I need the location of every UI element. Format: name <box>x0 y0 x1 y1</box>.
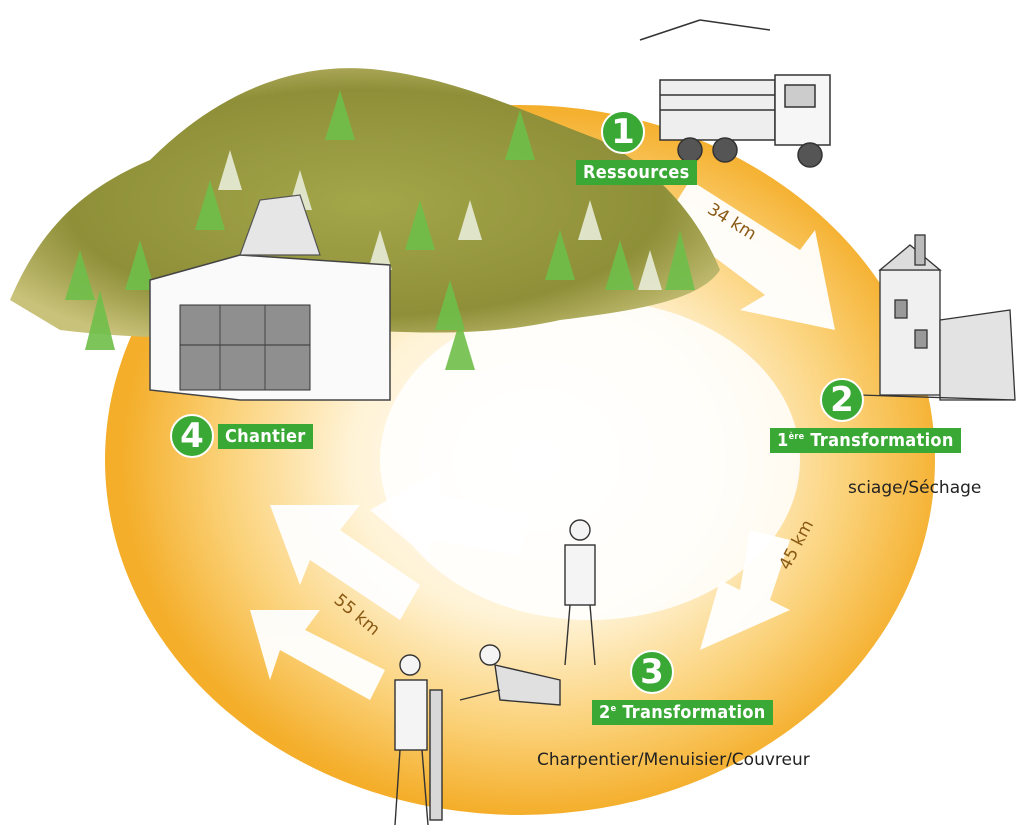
step-2-first-transformation: 2 1ère Transformation <box>770 378 961 453</box>
step-3-label-main: Transformation <box>622 702 766 723</box>
arrow-1-to-2 <box>665 180 835 330</box>
step-3-label-prefix: 2 <box>599 702 611 723</box>
arrow-2-to-3 <box>700 530 790 650</box>
step-4-chantier: 4 Chantier <box>170 414 313 458</box>
arrow-3-to-4-outer <box>250 505 420 700</box>
step-2-number: 2 <box>820 378 864 422</box>
step-1-label: Ressources <box>576 160 697 185</box>
step-3-label: 2e Transformation <box>592 700 773 725</box>
step-3-number: 3 <box>630 650 674 694</box>
step-2-subtitle: sciage/Séchage <box>848 478 982 498</box>
step-2-label: 1ère Transformation <box>770 428 961 453</box>
workers-sketch <box>394 519 596 826</box>
sawmill-sketch <box>859 234 1016 401</box>
step-2-label-prefix: 1 <box>777 430 789 451</box>
step-4-number: 4 <box>170 414 214 458</box>
log-truck-sketch <box>639 19 831 168</box>
step-3-subtitle: Charpentier/Menuisier/Couvreur <box>537 750 810 770</box>
step-2-label-sup: ère <box>788 432 805 442</box>
step-2-label-main: Transformation <box>810 430 954 451</box>
step-4-label: Chantier <box>218 423 313 449</box>
building-sketch <box>149 194 391 401</box>
fir-trees <box>65 90 695 370</box>
step-1-number: 1 <box>601 110 645 154</box>
step-3-second-transformation: 3 2e Transformation <box>592 650 773 725</box>
step-1-ressources: 1 Ressources <box>576 110 697 185</box>
step-3-label-sup: e <box>610 704 617 714</box>
arrow-3-to-4-inner <box>370 470 530 560</box>
